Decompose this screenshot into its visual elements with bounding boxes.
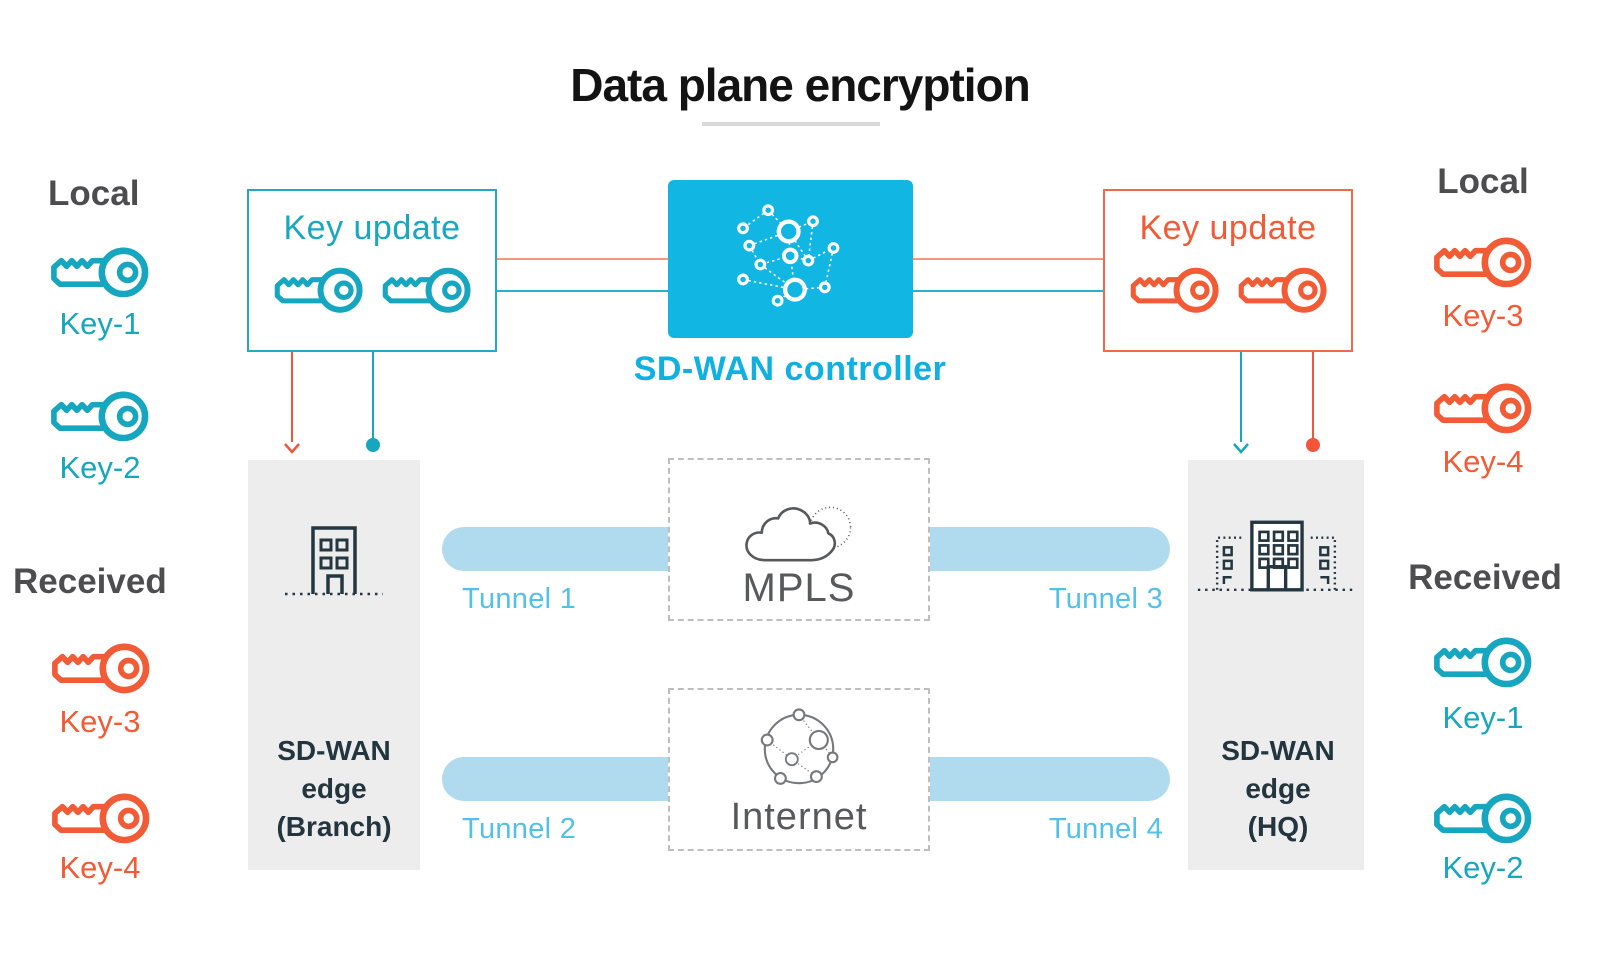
key-label: Key-4 bbox=[59, 850, 141, 885]
right-received-heading: Received bbox=[1408, 558, 1562, 597]
key-icon bbox=[1430, 230, 1534, 292]
key-update-label: Key update bbox=[1139, 209, 1317, 247]
key-label: Key-1 bbox=[1442, 700, 1524, 735]
connector-right-teal-line bbox=[913, 290, 1103, 292]
right-local-heading: Local bbox=[1437, 162, 1529, 201]
key-label: Key-1 bbox=[59, 306, 141, 341]
key-update-keys bbox=[1105, 261, 1351, 317]
line-end-dot-orange bbox=[1306, 438, 1320, 452]
cloud-icon bbox=[737, 500, 861, 572]
edge-label-line: SD-WAN bbox=[277, 735, 391, 766]
key-icon bbox=[48, 636, 152, 698]
key-label: Key-3 bbox=[1442, 298, 1524, 333]
sdwan-controller-box bbox=[668, 180, 913, 338]
connector-right-orange-line bbox=[913, 258, 1103, 260]
key-icon bbox=[1127, 261, 1221, 317]
arrow-down-orange-icon bbox=[284, 443, 300, 454]
key-update-label: Key update bbox=[283, 209, 461, 247]
key-icon bbox=[47, 384, 151, 446]
mpls-label: MPLS bbox=[742, 566, 856, 610]
key-icon bbox=[47, 240, 151, 302]
connector-left-teal-line bbox=[497, 290, 668, 292]
key-icon bbox=[1235, 261, 1329, 317]
globe-network-icon bbox=[754, 704, 844, 794]
connector-left-orange-line bbox=[497, 258, 668, 260]
mesh-network-icon bbox=[732, 200, 850, 318]
edge-label-line: edge bbox=[1245, 773, 1311, 804]
building-branch-icon bbox=[279, 512, 389, 612]
tunnel-1-label: Tunnel 1 bbox=[462, 583, 577, 615]
page-title: Data plane encryption bbox=[570, 59, 1031, 111]
key-icon bbox=[379, 261, 473, 317]
building-hq-icon bbox=[1194, 508, 1358, 606]
key-label: Key-2 bbox=[59, 450, 141, 485]
sdwan-edge-branch-label: SD-WAN edge (Branch) bbox=[248, 732, 420, 846]
key-update-box-branch: Key update bbox=[247, 189, 497, 352]
internet-box: Internet bbox=[668, 688, 930, 851]
key-label: Key-3 bbox=[59, 704, 141, 739]
key-label: Key-4 bbox=[1442, 444, 1524, 479]
mpls-box: MPLS bbox=[668, 458, 930, 621]
arrow-down-teal-icon bbox=[1233, 443, 1249, 454]
tunnel-2-label: Tunnel 2 bbox=[462, 813, 577, 845]
tunnel-3-label: Tunnel 3 bbox=[1048, 583, 1163, 615]
key-update-box-hq: Key update bbox=[1103, 189, 1353, 352]
edge-label-line: SD-WAN bbox=[1221, 735, 1335, 766]
edge-label-line: edge bbox=[301, 773, 367, 804]
key-icon bbox=[1430, 376, 1534, 438]
branch-orange-arrow-line bbox=[291, 352, 293, 442]
tunnel-4-label: Tunnel 4 bbox=[1048, 813, 1163, 845]
key-icon bbox=[1430, 630, 1534, 692]
key-icon bbox=[1430, 786, 1534, 848]
branch-teal-line bbox=[372, 352, 374, 440]
sdwan-controller-label: SD-WAN controller bbox=[633, 350, 947, 388]
line-end-dot-teal bbox=[366, 438, 380, 452]
key-icon bbox=[271, 261, 365, 317]
hq-teal-arrow-line bbox=[1240, 352, 1242, 442]
hq-orange-line bbox=[1312, 352, 1314, 440]
key-icon bbox=[48, 786, 152, 848]
left-local-heading: Local bbox=[48, 174, 140, 213]
edge-label-line: (Branch) bbox=[276, 811, 392, 842]
title-underline bbox=[702, 122, 880, 126]
key-update-keys bbox=[249, 261, 495, 317]
internet-label: Internet bbox=[730, 796, 868, 838]
edge-label-line: (HQ) bbox=[1247, 811, 1309, 842]
left-received-heading: Received bbox=[13, 562, 167, 601]
sdwan-edge-hq-label: SD-WAN edge (HQ) bbox=[1190, 732, 1366, 846]
key-label: Key-2 bbox=[1442, 850, 1524, 885]
